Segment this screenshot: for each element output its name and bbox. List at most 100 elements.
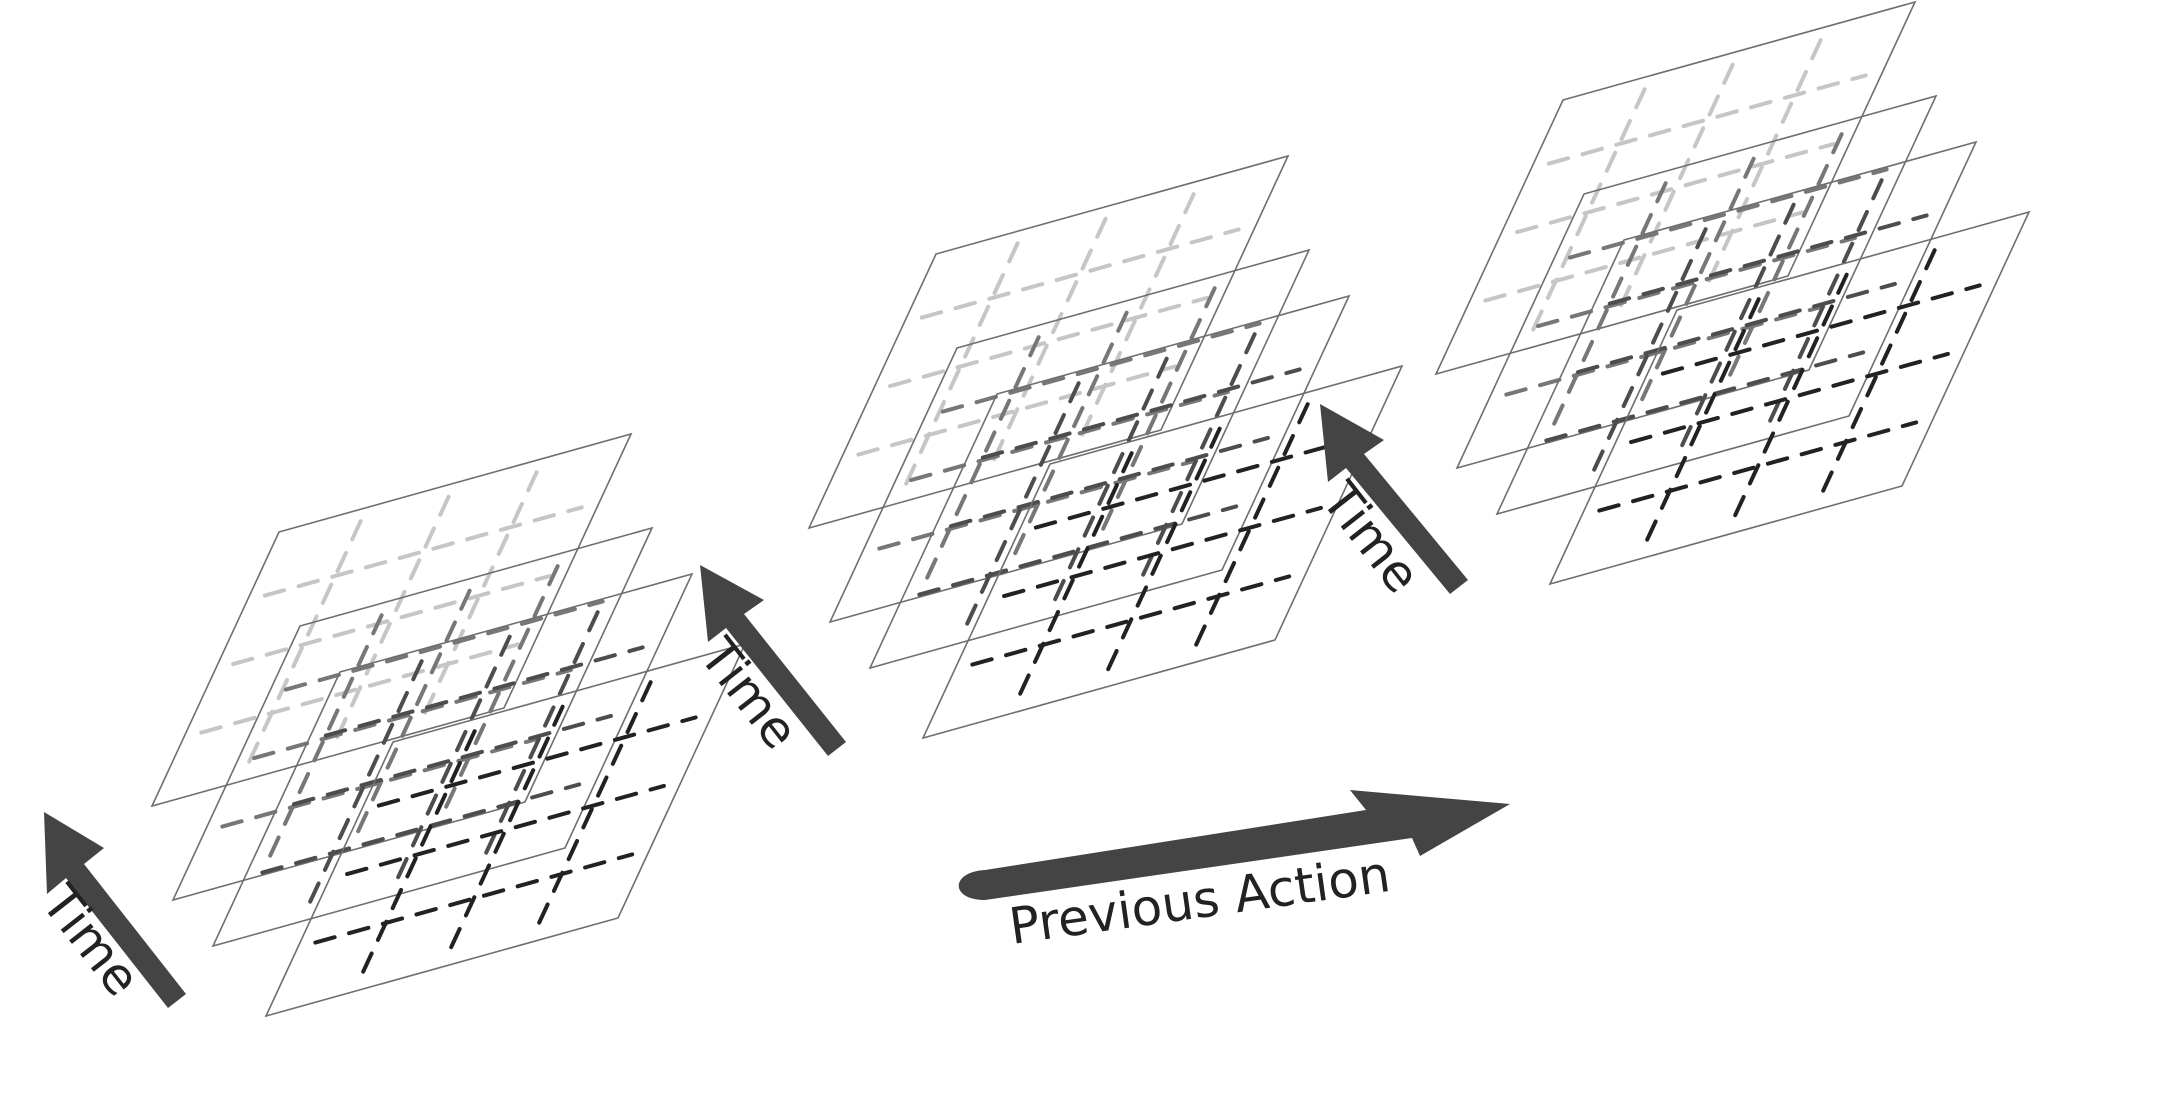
- grid-line-vertical: [1677, 202, 1796, 454]
- frame: [921, 364, 1404, 740]
- grid-line-horizontal: [1483, 210, 1805, 303]
- grid-line-vertical: [1616, 62, 1735, 314]
- grid-line-vertical: [446, 704, 565, 956]
- frame-outline: [1434, 0, 1917, 376]
- frame-outline: [211, 572, 694, 948]
- time-arrow-3: Time: [1310, 404, 1468, 604]
- grid-line-vertical: [989, 216, 1108, 468]
- time-arrow-3-shape: [1320, 404, 1468, 594]
- grid-line-vertical: [1765, 178, 1884, 429]
- time-arrow-2-shape: [700, 565, 846, 756]
- grid-line-vertical: [1704, 38, 1823, 289]
- frame-outline: [921, 364, 1404, 740]
- grid-line-vertical: [1138, 332, 1257, 583]
- grid-line-horizontal: [199, 642, 521, 735]
- grid-line-horizontal: [1567, 167, 1889, 260]
- grid-line-horizontal: [980, 367, 1302, 460]
- frame-stack-1: [150, 432, 747, 1018]
- grid-line-horizontal: [1597, 420, 1919, 513]
- frame: [211, 572, 694, 948]
- grid-line-horizontal: [1660, 283, 1982, 376]
- frame: [264, 642, 747, 1018]
- grid-line-horizontal: [376, 715, 698, 808]
- previous-action-arrow-shape: [958, 790, 1510, 900]
- grid-line-horizontal: [1536, 235, 1857, 329]
- grid-line-vertical: [244, 519, 363, 770]
- frame: [1548, 210, 2031, 586]
- frame-outline: [807, 154, 1290, 530]
- grid-line-horizontal: [856, 364, 1178, 457]
- grid-line-horizontal: [1607, 213, 1929, 306]
- grid-line-horizontal: [1629, 351, 1950, 445]
- grid-line-horizontal: [970, 574, 1292, 667]
- grid-line-vertical: [441, 564, 560, 815]
- grid-line-vertical: [1050, 356, 1169, 608]
- grid-line-vertical: [1730, 272, 1849, 524]
- grid-line-horizontal: [919, 227, 1241, 320]
- grid-line-vertical: [1528, 87, 1647, 338]
- grid-line-horizontal: [888, 295, 1209, 389]
- frame-outline: [828, 248, 1311, 624]
- frame: [150, 432, 633, 808]
- frame: [1495, 140, 1978, 516]
- grid-line-vertical: [1010, 310, 1129, 562]
- grid-line-horizontal: [1546, 73, 1868, 166]
- grid-line-vertical: [1191, 402, 1310, 653]
- frame: [868, 294, 1351, 670]
- frame-stack-3: [1434, 0, 2031, 586]
- frame-outline: [1495, 140, 1978, 516]
- frame-outline: [1455, 94, 1938, 470]
- grid-line-vertical: [332, 494, 451, 746]
- frame-outline: [150, 432, 633, 808]
- grid-line-horizontal: [1544, 350, 1866, 443]
- grid-line-vertical: [1725, 132, 1844, 383]
- grid-line-horizontal: [1033, 437, 1355, 530]
- grid-line-vertical: [922, 335, 1041, 586]
- grid-line-vertical: [393, 634, 512, 886]
- grid-line-horizontal: [262, 505, 584, 598]
- grid-line-vertical: [1818, 248, 1937, 499]
- grid-line-horizontal: [323, 645, 645, 738]
- previous-action-arrow: Previous Action: [958, 790, 1510, 956]
- grid-line-vertical: [420, 470, 539, 721]
- time-arrow-1-shape: [44, 812, 186, 1008]
- grid-line-vertical: [358, 729, 477, 980]
- grid-line-vertical: [1103, 426, 1222, 678]
- grid-line-horizontal: [940, 321, 1262, 414]
- grid-line-vertical: [901, 241, 1020, 492]
- grid-line-horizontal: [252, 667, 573, 761]
- grid-line-horizontal: [231, 573, 552, 667]
- grid-line-horizontal: [1515, 141, 1836, 235]
- grid-line-vertical: [353, 588, 472, 840]
- grid-line-horizontal: [260, 782, 582, 875]
- grid-line-vertical: [1589, 227, 1708, 478]
- grid-line-vertical: [1549, 181, 1668, 432]
- grid-line-horizontal: [1576, 281, 1897, 375]
- grid-line-horizontal: [909, 389, 1230, 483]
- frame-stacks: [150, 0, 2031, 1018]
- grid-line-vertical: [1015, 451, 1134, 702]
- grid-line-vertical: [1077, 192, 1196, 443]
- grid-line-horizontal: [345, 783, 666, 877]
- grid-line-vertical: [1642, 297, 1761, 548]
- frame-stack-2: [807, 154, 1404, 740]
- frame-outline: [264, 642, 747, 1018]
- time-arrow-2: Time: [688, 565, 846, 760]
- frame-outline: [171, 526, 654, 902]
- grid-line-vertical: [962, 381, 1081, 632]
- frame: [1434, 0, 1917, 376]
- grid-line-horizontal: [949, 435, 1270, 529]
- grid-line-horizontal: [1002, 505, 1323, 599]
- time-arrow-1: Time: [30, 812, 186, 1008]
- grid-line-vertical: [1098, 286, 1217, 537]
- frame: [807, 154, 1290, 530]
- grid-line-horizontal: [917, 504, 1239, 597]
- grid-line-vertical: [534, 680, 653, 931]
- grid-line-vertical: [305, 659, 424, 910]
- grid-line-vertical: [481, 610, 600, 861]
- grid-line-horizontal: [283, 599, 605, 692]
- grid-line-vertical: [265, 613, 384, 864]
- grid-line-horizontal: [313, 852, 635, 945]
- grid-line-vertical: [1637, 156, 1756, 408]
